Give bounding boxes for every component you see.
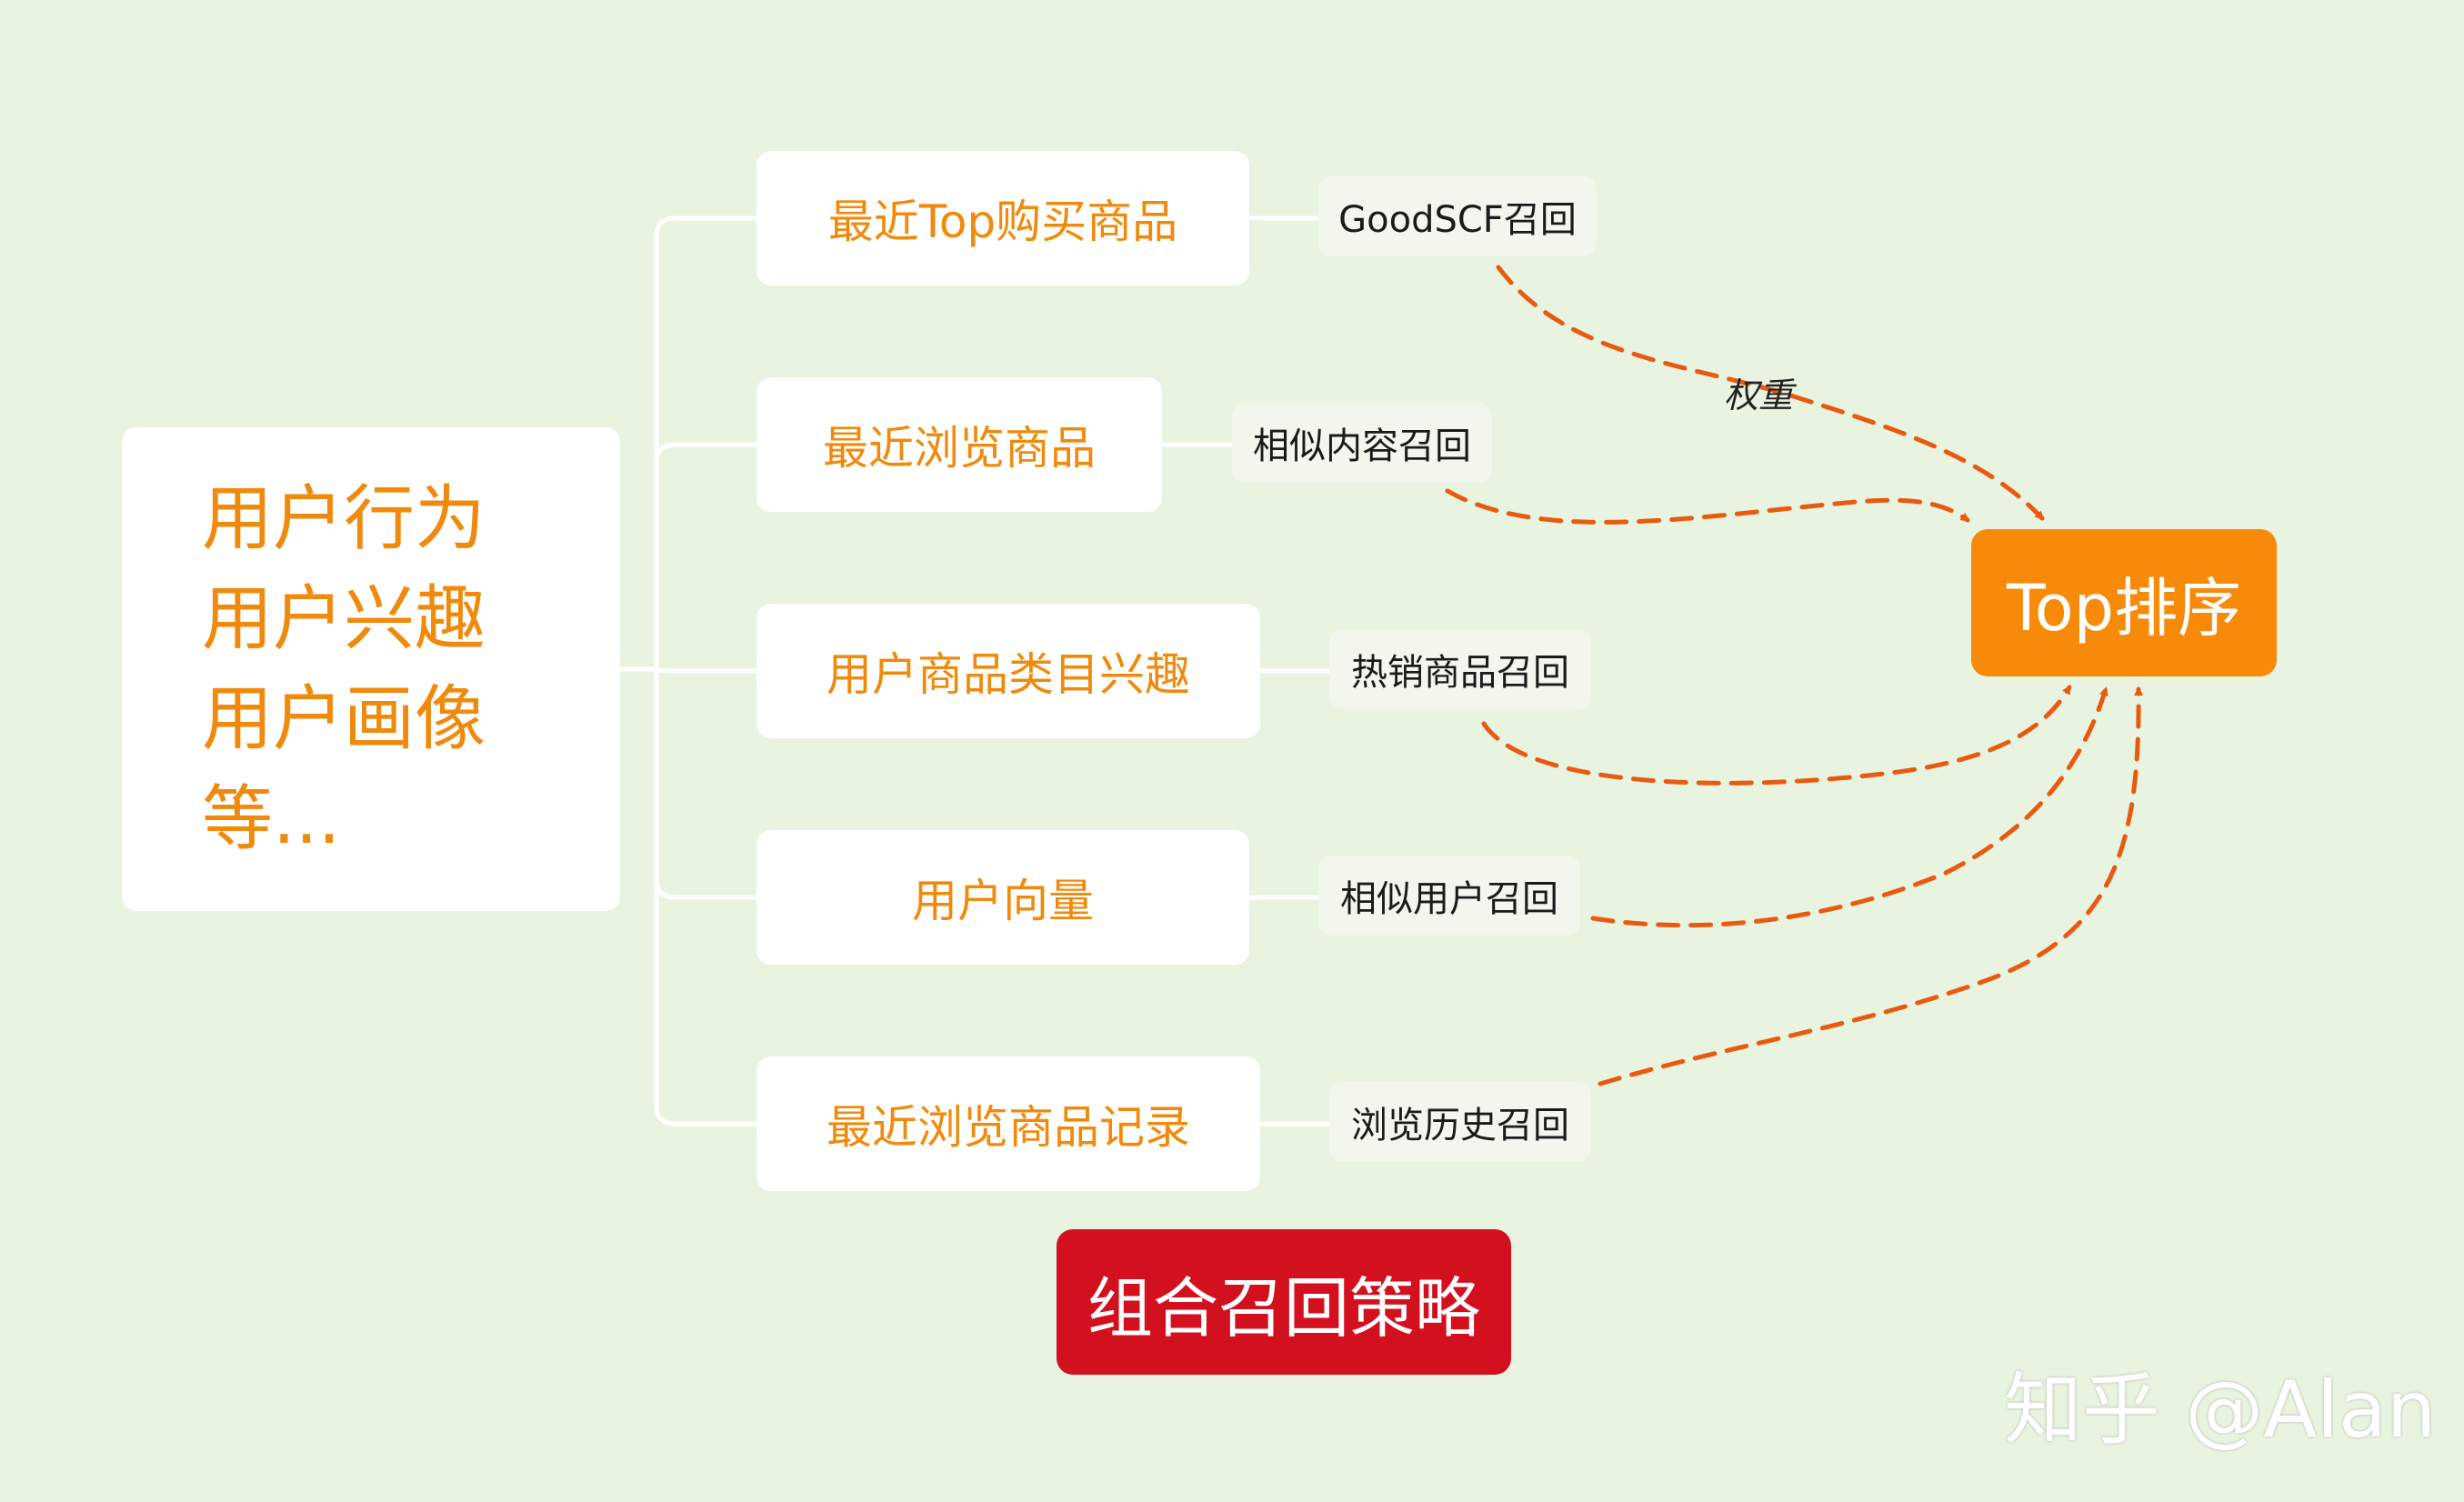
- branch-node-top-purchases: 最近Top购买商品: [756, 151, 1249, 285]
- root-node-lines: 用户行为 用户兴趣 用户画像 等...: [202, 469, 486, 869]
- branch-node-browse-history: 最近浏览商品记录: [756, 1056, 1260, 1191]
- root-line-etc: 等...: [202, 778, 341, 860]
- recall-tag-goodscf: GoodSCF召回: [1318, 176, 1597, 256]
- branch-label: 用户商品类目兴趣: [826, 648, 1190, 701]
- root-line-profile: 用户画像: [202, 678, 486, 760]
- dashed-arrows: [1445, 265, 2144, 1086]
- recall-tag-similar-content: 相似内容召回: [1232, 403, 1492, 483]
- root-line-interest: 用户兴趣: [202, 578, 486, 660]
- branch-label: 用户向量: [912, 875, 1094, 927]
- connector-branch-1: [654, 442, 756, 464]
- branch-label: 最近浏览商品: [823, 422, 1096, 475]
- arrow-from-similar-content: [1445, 488, 1970, 525]
- recall-tag-similar-users: 相似用户召回: [1318, 856, 1580, 936]
- arrow-from-history: [1598, 686, 2144, 1086]
- root-line-behavior: 用户行为: [202, 478, 486, 560]
- top-ranking-node: Top排序: [1971, 529, 2277, 676]
- arrow-from-similar-users: [1590, 686, 2108, 928]
- arrow-from-goodscf: [1496, 265, 2045, 521]
- strategy-title: 组合召回策略: [1057, 1229, 1511, 1375]
- branch-node-user-vector: 用户向量: [756, 830, 1249, 965]
- branch-node-recent-browse: 最近浏览商品: [756, 377, 1162, 512]
- tree-connectors: [620, 215, 1329, 1126]
- root-node: 用户行为 用户兴趣 用户画像 等...: [122, 427, 620, 911]
- branch-label: 最近浏览商品记录: [826, 1101, 1190, 1154]
- branch-label: 最近Top购买商品: [827, 195, 1178, 248]
- edge-label-weight: 权重: [1724, 376, 1794, 416]
- connector-branch-3: [654, 878, 756, 900]
- recall-tag-browse-history: 浏览历史召回: [1329, 1082, 1591, 1162]
- recall-tag-hot-items: 热销商品召回: [1329, 629, 1591, 709]
- branch-node-category-interest: 用户商品类目兴趣: [756, 604, 1260, 738]
- arrow-from-hot-items: [1481, 685, 2072, 786]
- watermark: 知乎 @Alan: [2004, 1365, 2437, 1456]
